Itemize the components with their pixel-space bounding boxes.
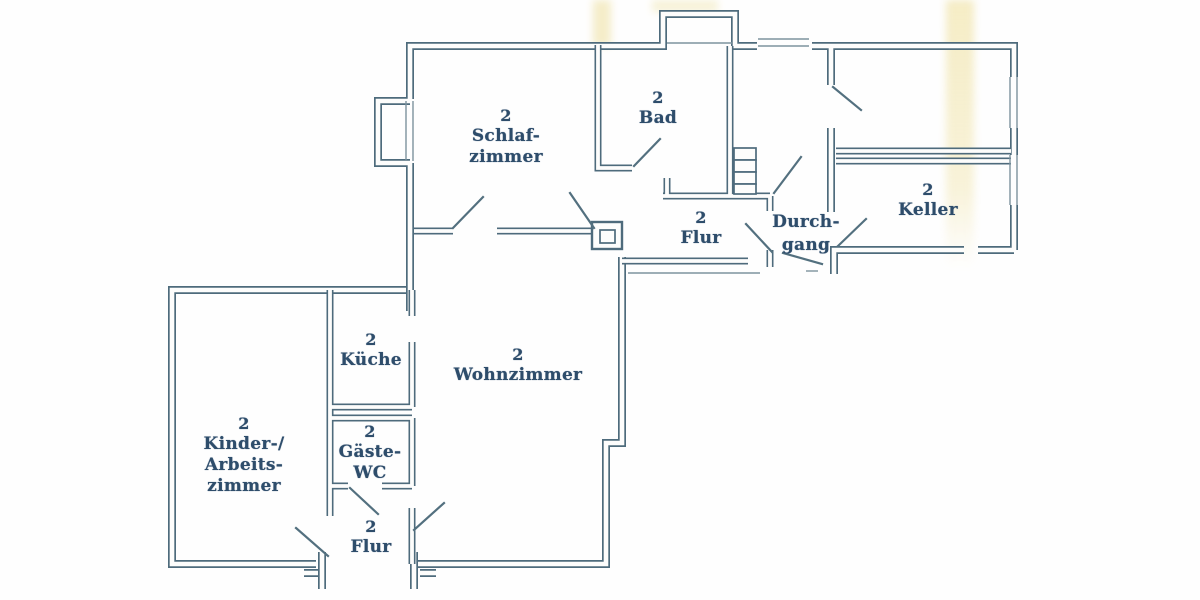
room-label-kueche: 2 Küche [340, 330, 402, 371]
room-number: 2 [512, 345, 524, 364]
room-number: 2 [365, 517, 377, 536]
inner-walls [326, 45, 1011, 564]
room-name-line: Arbeits- [204, 455, 284, 475]
room-name-line: zimmer [469, 147, 543, 167]
room-number: 2 [652, 88, 664, 107]
room-name-line: Keller [898, 200, 958, 220]
room-label-gaeste-wc: 2 Gäste- WC [339, 422, 402, 484]
room-number: 2 [695, 208, 707, 227]
room-number: 2 [922, 180, 934, 199]
outer-walls [168, 10, 1018, 589]
room-number: 2 [238, 414, 250, 433]
room-name-line: zimmer [207, 476, 281, 496]
room-name-line: Flur [680, 228, 722, 248]
room-label-kinder-arbeitszimmer: 2 Kinder-/ Arbeits- zimmer [204, 414, 285, 497]
room-name-line: Wohnzimmer [453, 365, 583, 385]
room-label-flur-lower: 2 Flur [350, 517, 391, 558]
room-name-line: Durch- [772, 212, 840, 232]
room-number: 2 [365, 330, 377, 349]
room-name-line: Bad [638, 108, 678, 128]
room-name-line: Küche [340, 350, 402, 370]
windows-and-thin-lines [405, 38, 1018, 274]
room-number: 2 [364, 422, 376, 441]
room-label-schlafzimmer: 2 Schlaf- zimmer [469, 106, 543, 168]
room-label-bad: 2 Bad [639, 88, 677, 129]
room-label-durchgang: Durch- gang [772, 211, 840, 257]
room-label-flur-upper: 2 Flur [680, 208, 721, 249]
room-name-line: Flur [350, 537, 392, 557]
shaft-icon [590, 220, 624, 251]
staircase-icon [733, 147, 757, 195]
door-swings [294, 85, 868, 558]
room-name-line: Kinder-/ [203, 434, 285, 454]
room-name-line: Schlaf- [471, 126, 541, 146]
room-name-line: Gäste- [338, 442, 402, 462]
room-name-line: gang [781, 235, 831, 255]
room-label-wohnzimmer: 2 Wohnzimmer [454, 345, 583, 386]
room-name-line: WC [353, 463, 387, 483]
room-label-keller: 2 Keller [898, 180, 958, 221]
room-number: 2 [500, 106, 512, 125]
